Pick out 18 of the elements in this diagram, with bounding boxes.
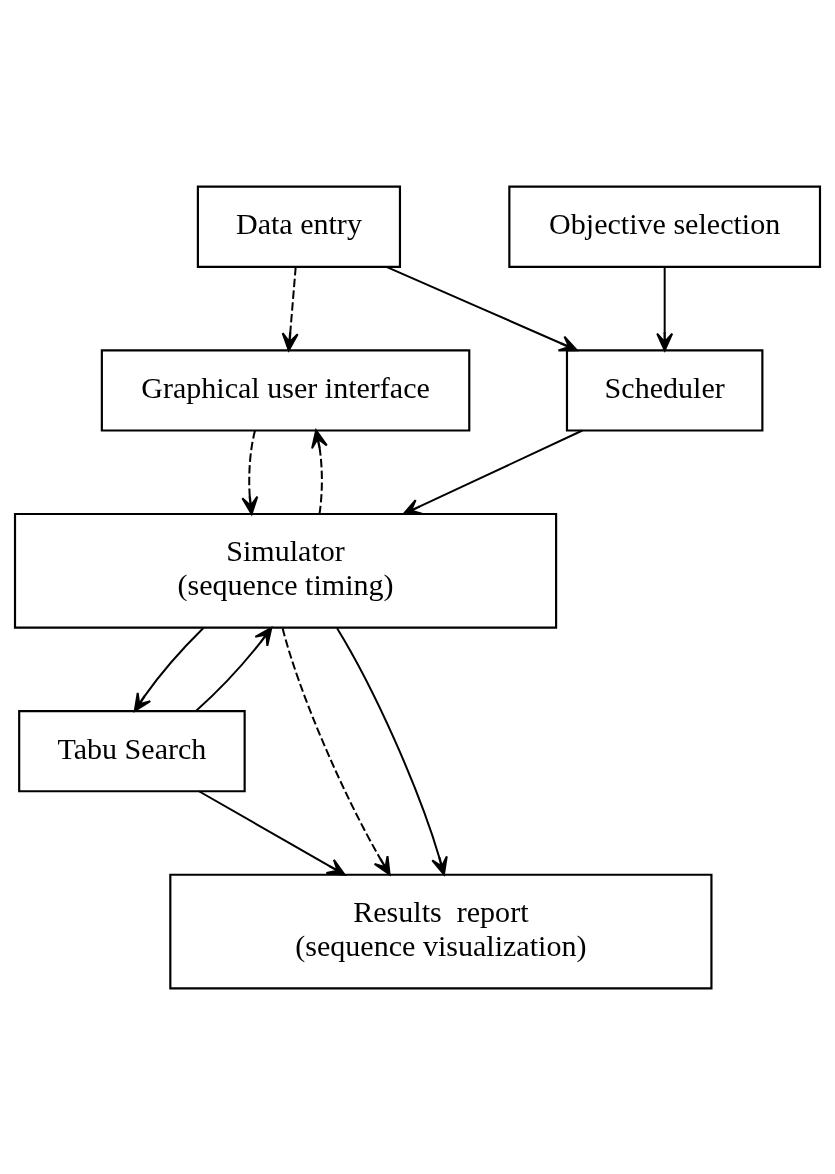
node-box: Results report (sequence visualization) <box>169 873 713 989</box>
arrow <box>656 265 674 351</box>
arrow <box>402 429 584 515</box>
arrow <box>311 429 328 515</box>
node-box: Simulator (sequence timing) <box>13 512 558 629</box>
node-box: Tabu Search <box>18 709 246 792</box>
node-box: Objective selection <box>508 185 822 268</box>
arrow <box>281 265 299 351</box>
arrow <box>241 429 259 515</box>
node-box: Scheduler <box>565 348 764 432</box>
arrow <box>194 626 273 712</box>
arrow <box>133 626 205 712</box>
node-box: Data entry <box>196 185 402 268</box>
arrow <box>386 265 578 351</box>
node-box: Graphical user interface <box>100 348 471 432</box>
arrow <box>281 626 391 875</box>
arrow <box>197 789 346 876</box>
arrow <box>336 626 448 875</box>
